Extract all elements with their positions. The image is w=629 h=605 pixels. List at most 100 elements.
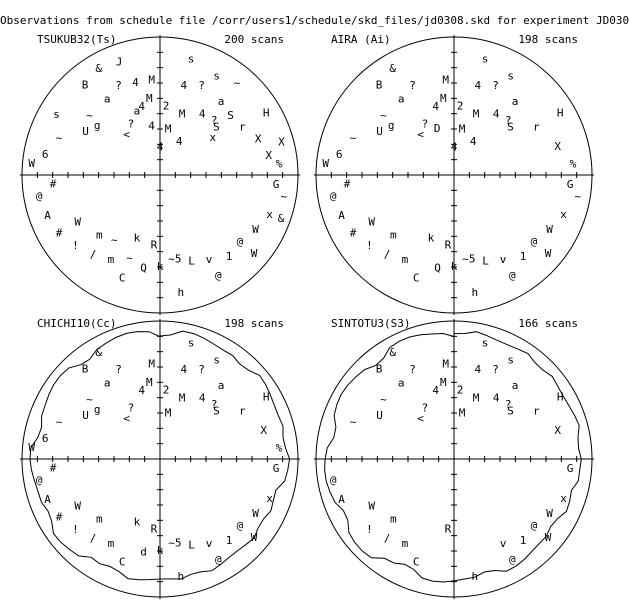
scan-symbol: ? xyxy=(422,118,429,131)
scan-symbol: ? xyxy=(128,118,135,131)
scan-symbol: # xyxy=(50,461,57,474)
scan-symbol: X xyxy=(265,149,272,162)
scan-symbol: ? xyxy=(409,363,416,376)
scan-symbol: < xyxy=(417,128,424,141)
scan-symbol: k xyxy=(157,544,164,557)
scan-symbol: R xyxy=(151,522,158,535)
sky-plot-panel: CHICHI10(Cc) 198 scans xyxy=(37,317,284,330)
scan-symbol: 2 xyxy=(163,99,170,112)
scan-symbol: 4 xyxy=(180,79,187,92)
scan-symbol: 4 xyxy=(157,140,164,153)
scan-symbol: U xyxy=(376,125,383,138)
scan-symbol: # xyxy=(50,177,57,190)
scan-symbol: / xyxy=(384,248,391,261)
scan-symbol: W xyxy=(251,247,258,260)
scan-symbol: ? xyxy=(198,363,205,376)
scan-symbol: @ xyxy=(531,519,538,532)
scan-symbol: @ xyxy=(215,553,222,566)
sky-plot-panel: TSUKUB32(Ts) 200 scans xyxy=(37,33,284,46)
scan-symbol: @ xyxy=(215,269,222,282)
scan-symbol: ? xyxy=(422,402,429,415)
polar-plots-svg: TSUKUB32(Ts) 200 scans AIRA (Ai) 198 sca… xyxy=(20,33,594,599)
scan-symbol: ? xyxy=(115,363,122,376)
scan-symbol: 4 xyxy=(176,135,183,148)
scan-symbol: B xyxy=(82,363,89,376)
scan-symbol: 1 xyxy=(226,250,233,263)
scan-symbol: g xyxy=(388,119,395,132)
scan-symbol: S xyxy=(507,405,514,418)
scan-symbol: @ xyxy=(237,235,244,248)
scan-count: 198 scans xyxy=(518,33,578,46)
scan-symbol: @ xyxy=(531,235,538,248)
scan-symbol: 4 xyxy=(148,120,155,133)
sky-plot-panel: SINTOTU3(S3) 166 scans xyxy=(331,317,578,330)
scan-symbol: % xyxy=(276,158,283,171)
scan-symbol: m xyxy=(390,513,397,526)
scan-symbol: ~ xyxy=(350,415,357,428)
scan-symbol: B xyxy=(376,79,383,92)
scan-symbol: r xyxy=(239,405,246,418)
scan-symbol: W xyxy=(252,223,259,236)
scan-symbol: d xyxy=(140,546,147,559)
scan-symbol: a xyxy=(218,95,225,108)
scan-symbol: 1 xyxy=(520,534,527,547)
scan-symbol: W xyxy=(252,507,259,520)
scan-symbol: M xyxy=(165,407,172,420)
scan-symbol: @ xyxy=(36,473,43,486)
sky-plot-panel: AIRA (Ai) 198 scans xyxy=(331,33,578,46)
scan-symbol: 6 xyxy=(42,148,49,161)
scan-symbol: W xyxy=(251,531,258,544)
scan-symbol: M xyxy=(442,73,449,86)
scan-symbol: 1 xyxy=(520,250,527,263)
figure-title: Observations from schedule file /corr/us… xyxy=(0,14,629,27)
scan-symbol: k xyxy=(134,515,141,528)
scan-symbol: W xyxy=(368,500,375,513)
scan-symbol: J xyxy=(116,56,123,69)
scan-symbol: 1 xyxy=(226,534,233,547)
scan-symbol: ? xyxy=(211,114,218,127)
scan-symbol: W xyxy=(28,157,35,170)
scan-symbol: W xyxy=(546,223,553,236)
scan-symbol: ! xyxy=(366,239,373,252)
scan-symbol: ? xyxy=(409,79,416,92)
scan-symbol: M xyxy=(165,123,172,136)
scan-symbol: h xyxy=(177,286,184,299)
scan-symbol: 4 xyxy=(432,100,439,113)
scan-symbol: # xyxy=(56,510,63,523)
horizon-mask xyxy=(324,331,582,583)
scan-symbol: C xyxy=(119,556,126,569)
scan-symbol: ! xyxy=(366,523,373,536)
scan-symbol: M xyxy=(146,376,153,389)
scan-symbol: 4 xyxy=(138,100,145,113)
scan-symbol: ~ xyxy=(86,393,93,406)
scan-symbol: U xyxy=(82,409,89,422)
scan-symbol: B xyxy=(376,363,383,376)
scan-symbol: 4 xyxy=(474,363,481,376)
scan-symbol: M xyxy=(148,73,155,86)
scan-symbol: g xyxy=(94,403,101,416)
scan-symbol: 6 xyxy=(42,432,49,445)
scan-symbol: 4 xyxy=(432,384,439,397)
scan-symbol: / xyxy=(90,248,97,261)
scan-symbol: @ xyxy=(330,473,337,486)
scan-symbol: 4 xyxy=(474,79,481,92)
scan-symbol: ~ xyxy=(280,190,287,203)
scan-symbol: M xyxy=(442,357,449,370)
scan-symbol: k xyxy=(451,260,458,273)
scan-symbol: X xyxy=(554,424,561,437)
station-label: CHICHI10(Cc) xyxy=(37,317,116,330)
scan-symbol: ? xyxy=(505,114,512,127)
scan-symbol: G xyxy=(567,462,574,475)
scan-symbol: < xyxy=(417,412,424,425)
scan-symbol: & xyxy=(95,62,102,75)
scan-symbol: r xyxy=(239,121,246,134)
scan-symbol: % xyxy=(570,158,577,171)
scan-symbol: & xyxy=(389,346,396,359)
scan-symbol: a xyxy=(134,105,141,118)
scan-symbol: m xyxy=(390,229,397,242)
scan-symbol: x xyxy=(209,131,216,144)
scan-symbol: # xyxy=(350,226,357,239)
scan-symbol: M xyxy=(179,108,186,121)
scan-symbol: @ xyxy=(36,189,43,202)
